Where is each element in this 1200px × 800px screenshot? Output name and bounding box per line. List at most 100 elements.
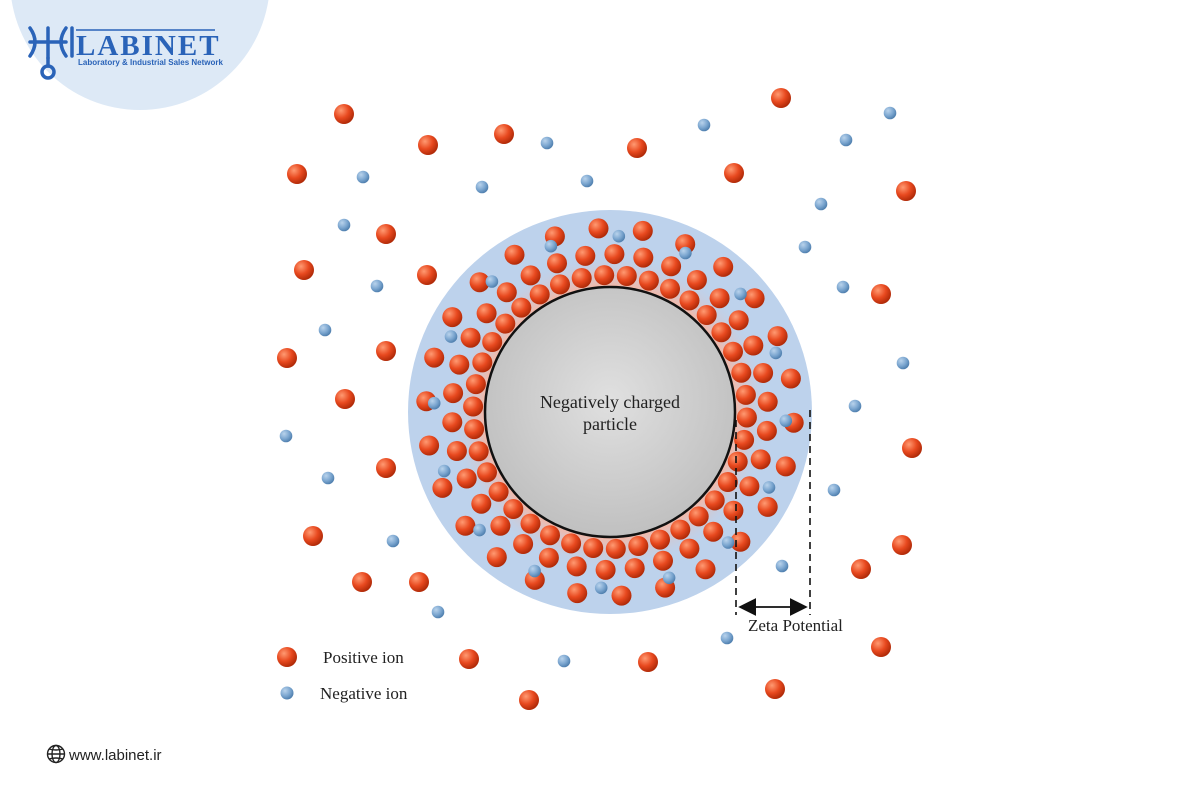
positive-ion <box>735 384 756 405</box>
positive-ion <box>588 218 609 239</box>
positive-ion <box>604 244 625 265</box>
zeta-potential-marker: Zeta Potential <box>735 410 843 635</box>
ions-group <box>277 88 922 710</box>
particle-label-line1: Negatively charged <box>540 392 680 412</box>
positive-ion <box>529 284 550 305</box>
negative-ion <box>721 536 735 549</box>
negatively-charged-particle <box>483 285 737 539</box>
negative-ion <box>775 559 789 573</box>
positive-ion <box>765 679 785 699</box>
negative-ion <box>557 654 571 668</box>
positive-ion <box>775 456 796 477</box>
positive-ion <box>704 490 725 511</box>
positive-ion <box>567 583 588 604</box>
positive-ion <box>496 282 517 303</box>
negative-ion <box>431 605 445 619</box>
positive-ion <box>335 389 355 409</box>
positive-ion <box>723 341 743 362</box>
positive-ion <box>756 420 777 441</box>
negative-ion <box>594 581 608 595</box>
positive-ion <box>352 572 372 592</box>
positive-ion <box>896 181 916 201</box>
positive-ion <box>419 435 440 456</box>
positive-ion <box>686 270 707 290</box>
positive-ion <box>653 550 673 571</box>
positive-ion <box>376 224 396 244</box>
positive-ion <box>638 652 658 672</box>
positive-ion <box>743 335 764 356</box>
negative-ion <box>318 323 332 337</box>
positive-ion <box>287 164 307 184</box>
positive-ion <box>650 529 670 550</box>
positive-ion <box>753 363 774 383</box>
positive-ion <box>734 429 755 450</box>
positive-ion <box>464 419 485 440</box>
positive-ion <box>442 412 463 433</box>
positive-ion <box>566 556 587 577</box>
positive-ion <box>472 352 493 373</box>
positive-ion <box>376 341 396 361</box>
positive-ion <box>488 481 509 502</box>
positive-ion <box>459 649 479 669</box>
positive-ion <box>679 538 700 559</box>
positive-ion <box>628 536 649 556</box>
positive-ion <box>460 327 481 348</box>
positive-ion <box>424 347 445 368</box>
positive-ion <box>561 533 582 554</box>
positive-ion <box>432 477 453 498</box>
positive-ion <box>723 500 744 521</box>
negative-ion <box>473 523 486 537</box>
positive-ion <box>728 310 749 331</box>
positive-ion <box>540 525 560 546</box>
negative-ion <box>720 631 734 645</box>
positive-ion <box>871 637 891 657</box>
positive-ion <box>495 313 516 334</box>
positive-ion <box>670 519 691 540</box>
positive-ion <box>713 256 734 277</box>
positive-ion <box>731 362 752 383</box>
positive-ion <box>892 535 912 555</box>
positive-ion <box>477 462 497 483</box>
negative-ion <box>427 396 441 410</box>
legend-positive-ion-swatch <box>277 647 297 667</box>
positive-ion <box>486 547 507 568</box>
positive-ion <box>595 559 616 580</box>
positive-ion <box>463 396 484 417</box>
positive-ion <box>571 268 592 288</box>
negative-ion <box>580 174 594 188</box>
positive-ion <box>624 558 645 579</box>
negative-ion <box>444 330 458 343</box>
negative-ion <box>356 170 370 184</box>
positive-ion <box>661 256 682 277</box>
positive-ion <box>504 244 525 265</box>
positive-ion <box>633 247 654 268</box>
positive-ion <box>471 493 492 514</box>
negative-ion <box>762 481 776 494</box>
negative-ion <box>437 464 451 478</box>
positive-ion <box>519 690 539 710</box>
positive-ion <box>547 253 567 274</box>
zeta-potential-label: Zeta Potential <box>748 616 843 635</box>
negative-ion <box>528 564 541 578</box>
negative-ion <box>779 414 793 428</box>
globe-icon <box>46 744 66 764</box>
negative-ion <box>827 483 841 497</box>
footer: www.labinet.ir <box>46 744 162 764</box>
positive-ion <box>583 538 604 558</box>
positive-ion <box>727 451 748 472</box>
positive-ion <box>627 138 647 158</box>
negative-ion <box>814 197 828 211</box>
positive-ion <box>594 265 615 286</box>
negative-ion <box>485 275 499 288</box>
negative-ion <box>544 239 558 253</box>
positive-ion <box>538 547 559 568</box>
negative-ion <box>836 280 850 294</box>
negative-ion <box>612 229 626 243</box>
positive-ion <box>455 515 476 536</box>
positive-ion <box>575 245 596 266</box>
positive-ion <box>771 88 791 108</box>
positive-ion <box>660 278 680 299</box>
positive-ion <box>736 407 757 428</box>
positive-ion <box>696 305 717 325</box>
